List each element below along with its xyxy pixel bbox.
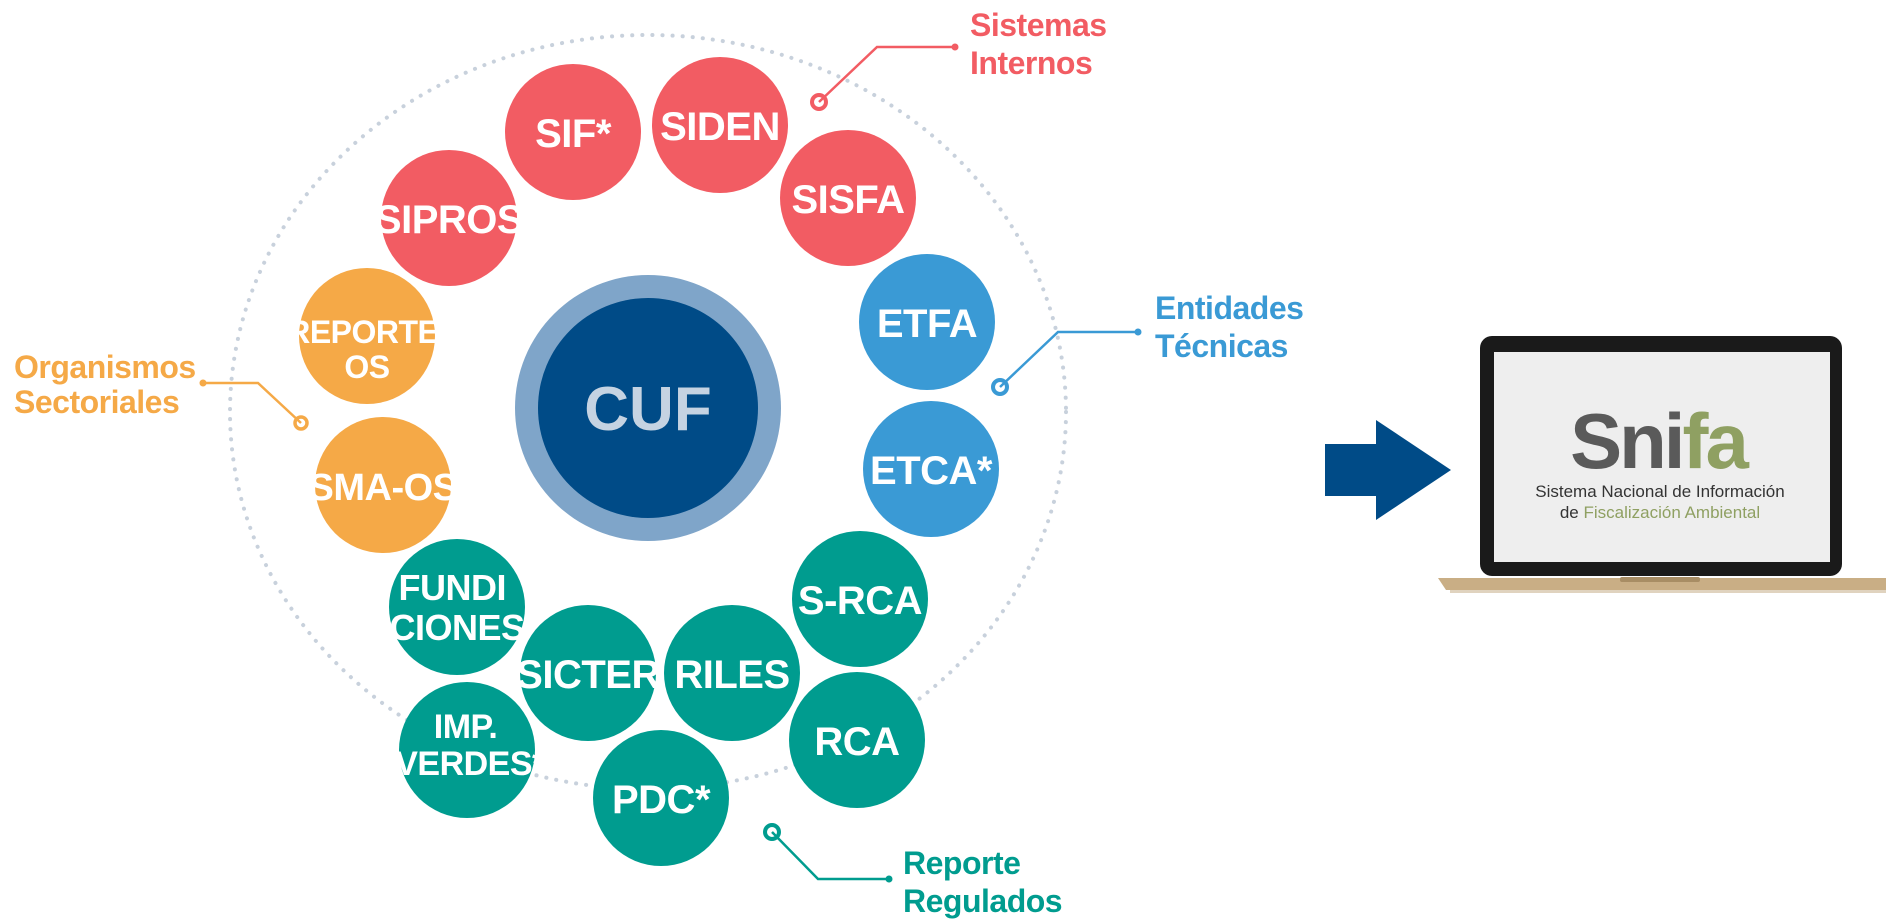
node-imp-line1: IMP. [434,708,498,746]
callout-reporte-regulados-leader [771,831,889,881]
snifa-subtitle-line2: de Fiscalización Ambiental [1560,503,1760,522]
node-etca: ETCA* [863,401,999,537]
svg-text:SMA-OS: SMA-OS [309,467,458,509]
laptop-notch [1620,577,1700,582]
node-rca: RCA [789,672,925,808]
node-fundiciones-line2: CIONES [389,607,524,648]
svg-text:Organismos Sectoriales: Organismos Sectoriales [14,349,204,420]
svg-text:Sistemas Internos: Sistemas Internos [970,7,1115,81]
snifa-subtitle-line1: Sistema Nacional de Información [1535,482,1784,501]
svg-text:IMP. VERDES*: IMP. VERDES* [395,708,546,783]
node-imp: IMP. VERDES* [395,682,547,818]
svg-text:SISFA: SISFA [791,178,904,222]
node-siden: SIDEN [652,57,788,193]
group-reporte-regulados-line2: Regulados [903,883,1062,919]
node-sisfa: SISFA [780,130,916,266]
group-organismos-sectoriales-line1: Organismos [14,349,196,385]
laptop-screen [1494,352,1830,562]
node-riles-label: RILES [674,653,789,697]
svg-text:REPORTE OS: REPORTE OS [287,314,447,385]
svg-text:ETCA*: ETCA* [870,449,993,493]
node-reporteos: REPORTE OS [287,268,447,404]
node-sif-label: SIF* [535,112,612,156]
node-smaos: SMA-OS [309,417,458,553]
node-pdc-label: PDC* [612,778,711,822]
laptop-icon: Snifa Sistema Nacional de Información de… [1438,336,1886,593]
node-sicter-label: SICTER [516,653,660,697]
node-sipros: SIPROS [375,150,524,286]
svg-text:RCA: RCA [814,720,899,764]
node-sif: SIF* [505,64,641,200]
snifa-logo: Snifa [1570,397,1749,485]
callout-sistemas-internos: Sistemas Internos [810,7,1115,111]
right-arrow-icon [1325,420,1451,520]
node-srca: S-RCA [792,531,928,667]
svg-text:SIPROS: SIPROS [375,198,523,242]
group-entidades-tecnicas-line2: Técnicas [1155,328,1288,364]
snifa-subtitle-line2-green: Fiscalización Ambiental [1583,503,1760,522]
svg-text:S-RCA: S-RCA [798,579,922,623]
node-srca-label: S-RCA [798,579,922,623]
node-fundiciones: FUNDI CIONES [389,539,525,675]
group-sistemas-internos-line1: Sistemas [970,7,1107,43]
svg-text:ETFA: ETFA [877,302,977,346]
svg-text:FUNDI CIONES: FUNDI CIONES [389,567,524,648]
node-fundiciones-line1: FUNDI [398,567,506,608]
node-sicter: SICTER [516,605,661,741]
snifa-logo-green: fa [1682,397,1749,485]
node-imp-line2: VERDES* [395,745,546,783]
svg-text:PDC*: PDC* [612,778,711,822]
node-etfa-label: ETFA [877,302,977,346]
cuf-label: CUF [584,375,711,444]
node-smaos-label: SMA-OS [309,467,458,509]
group-entidades-tecnicas-line1: Entidades [1155,290,1303,326]
svg-text:SIF*: SIF* [535,112,612,156]
callout-entidades-tecnicas-leader [999,330,1138,388]
node-riles: RILES [664,605,800,741]
svg-text:Reporte Regulados: Reporte Regulados [903,845,1062,919]
callout-organismos-sectoriales: Organismos Sectoriales [14,349,309,431]
group-sistemas-internos-line2: Internos [970,45,1092,81]
snifa-subtitle-line2-prefix: de [1560,503,1584,522]
node-sisfa-label: SISFA [791,178,904,222]
callout-reporte-regulados-dot [885,875,893,883]
callout-organismos-sectoriales-leader [203,381,302,424]
node-reporteos-line1: REPORTE [287,314,438,350]
callout-entidades-tecnicas-dot [1134,328,1142,336]
laptop-base [1438,578,1886,590]
svg-text:SIDEN: SIDEN [660,105,780,149]
callout-sistemas-internos-dot [951,43,959,51]
cuf-center: CUF [515,275,781,541]
node-etca-label: ETCA* [870,449,993,493]
node-reporteos-line2: OS [344,349,389,385]
svg-text:Entidades Técnicas: Entidades Técnicas [1155,290,1312,364]
callout-reporte-regulados: Reporte Regulados [763,823,1063,919]
group-reporte-regulados-line1: Reporte [903,845,1020,881]
group-organismos-sectoriales-line2: Sectoriales [14,384,179,420]
node-sipros-label: SIPROS [375,198,523,242]
callout-sistemas-internos-leader [818,45,955,103]
node-pdc: PDC* [593,730,729,866]
snifa-logo-dark: Sni [1570,397,1682,485]
laptop-base-shadow [1450,590,1886,593]
svg-text:RILES: RILES [674,653,789,697]
cuf-inner-circle [538,298,758,518]
svg-text:SICTER: SICTER [516,653,660,697]
node-etfa: ETFA [859,254,995,390]
node-rca-label: RCA [814,720,899,764]
callout-entidades-tecnicas: Entidades Técnicas [991,290,1312,396]
node-siden-label: SIDEN [660,105,780,149]
callout-organismos-sectoriales-dot [199,379,207,387]
